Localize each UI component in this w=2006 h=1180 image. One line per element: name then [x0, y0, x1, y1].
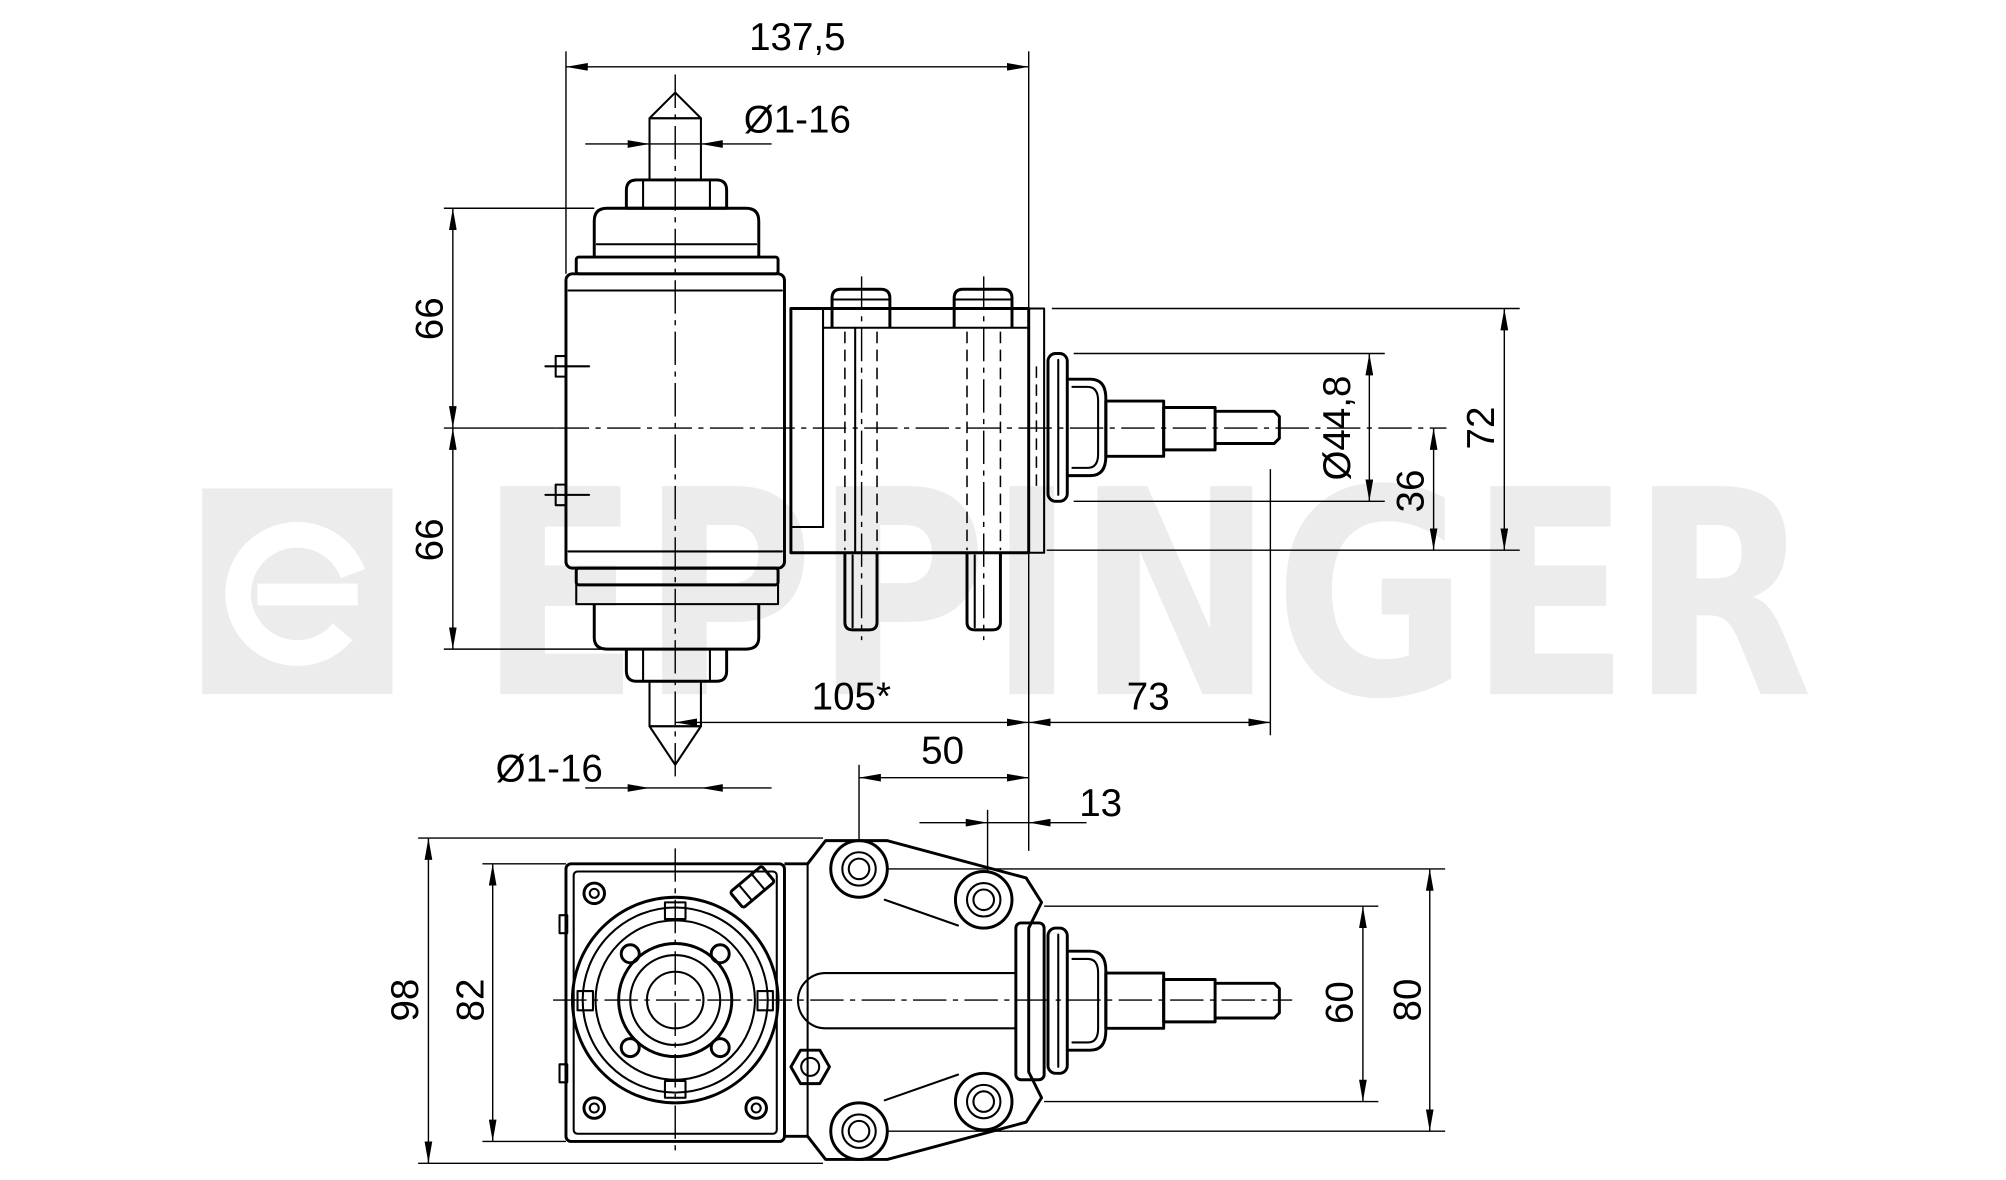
output-shaft-plan — [1014, 921, 1281, 1082]
plan-shaft-step-2 — [1162, 977, 1217, 1024]
dimension-label: 50 — [921, 730, 964, 773]
angle-head-block — [789, 276, 1046, 641]
corner-screw-bottom-left — [582, 1096, 607, 1120]
corner-screw-bottom-right — [744, 1096, 768, 1120]
bracket-bolt-bottom-right — [953, 1071, 1014, 1132]
dimension-inner-bolt-spacing: 60 — [1044, 905, 1379, 1103]
dimension-outer-width: 98 — [384, 837, 824, 1164]
bracket-bolt-bottom-right-hole — [972, 1090, 996, 1113]
dimension-label: 105* — [812, 676, 891, 719]
corner-screw-bottom-right-inner — [750, 1102, 762, 1114]
bracket-bolt-top-left-head — [841, 851, 877, 887]
dimension-label: Ø1-16 — [496, 748, 603, 791]
bracket-bolt-top-right-head — [965, 882, 1002, 918]
corner-screw-top-left-inner — [588, 887, 600, 899]
plan-shaft-end — [1215, 981, 1281, 1020]
nose-bolt-2 — [709, 943, 731, 965]
plan-shaft-flange — [1014, 921, 1046, 1082]
nose-bolt-4 — [709, 1037, 731, 1059]
corner-screw-top-left — [582, 881, 607, 906]
bracket-bolt-top-right-hole — [972, 888, 996, 912]
plan-view: 98 82 50 13 60 — [384, 730, 1446, 1164]
spindle-nose — [553, 848, 1293, 1155]
lower-flange-band — [575, 583, 780, 606]
eppinger-watermark: EPPINGER — [202, 430, 1813, 762]
plan-side-pin-upper — [558, 914, 569, 935]
dimension-flange-thickness: 13 — [919, 782, 1122, 872]
upper-tool-holder — [574, 91, 780, 276]
head-mounting-plate — [1027, 307, 1046, 554]
dimension-label: 13 — [1079, 782, 1122, 825]
side-view: 137,5 Ø1-16 66 66 72 — [409, 16, 1520, 851]
grease-nipple-flat-b — [750, 873, 766, 891]
upper-collet-housing — [592, 206, 761, 258]
dimension-overall-length: 137,5 — [565, 16, 1030, 309]
locating-pin-left — [843, 552, 879, 632]
bracket-bolt-bottom-right-head — [965, 1083, 1002, 1120]
watermark-logo-ring — [225, 521, 365, 666]
plan-side-pin-lower — [558, 1063, 569, 1084]
bracket-bolt-top-left — [829, 839, 889, 899]
corner-screw-bottom-left-inner — [588, 1102, 600, 1114]
bracket-bolt-bottom-left-hole — [847, 1119, 871, 1143]
dimension-shaft-diameter: Ø44,8 — [1073, 352, 1385, 503]
plan-shaft-bearing-cap-inner — [1071, 957, 1100, 1044]
dimension-label: 82 — [450, 979, 493, 1022]
dimension-label: 80 — [1387, 979, 1430, 1022]
bracket-slot — [796, 972, 1017, 1030]
nose-bolt-1 — [619, 943, 641, 965]
dimension-tool-diameter-top: Ø1-16 — [585, 98, 851, 148]
bracket-bolt-bottom-left-head — [841, 1113, 877, 1149]
dimension-label: 36 — [1389, 470, 1432, 513]
dimension-flange-height: 72 — [1046, 307, 1520, 551]
dimension-label: Ø1-16 — [744, 98, 851, 141]
plan-shaft-collar — [1046, 926, 1069, 1075]
dimension-body-width: 82 — [450, 863, 566, 1143]
grease-nipple-body — [729, 865, 776, 909]
dimension-bolt-offset: 50 — [858, 730, 1029, 841]
dimension-label: 137,5 — [749, 16, 845, 59]
lower-tool-holder — [574, 566, 780, 766]
dimension-upper-height: 66 — [409, 207, 595, 429]
dimension-label: 73 — [1127, 676, 1170, 719]
grease-nipple — [729, 865, 776, 909]
bracket-bolt-top-right — [953, 870, 1014, 930]
bracket-hex-plug — [789, 1048, 831, 1086]
bracket-bolt-top-left-hole — [847, 857, 871, 881]
bracket-bolt-bottom-left — [829, 1101, 889, 1161]
dimension-label: 66 — [409, 297, 452, 340]
mounting-bracket — [784, 839, 1044, 1161]
dimension-label: Ø44,8 — [1316, 376, 1359, 481]
upper-flange-ring — [574, 255, 780, 276]
lower-drill-tip — [648, 725, 702, 766]
dimension-axis-to-flange: 105* — [675, 552, 1030, 851]
dimension-tool-diameter-bottom: Ø1-16 — [496, 748, 772, 792]
dimension-label: 66 — [409, 518, 452, 561]
grease-nipple-flat-a — [737, 883, 754, 902]
dimension-lower-height: 66 — [409, 428, 627, 650]
dimension-label: 72 — [1460, 407, 1503, 450]
nose-bolt-3 — [619, 1037, 641, 1059]
bracket-outline — [784, 839, 1044, 1161]
bracket-lower-arm-edge — [883, 1073, 960, 1102]
dimension-flange-half-height: 36 — [1389, 428, 1438, 551]
bracket-upper-arm-edge — [883, 898, 960, 927]
dimension-shaft-projection: 73 — [1028, 469, 1272, 736]
bracket-hex-plug-bore — [800, 1056, 821, 1077]
lower-collet-housing — [592, 604, 761, 651]
locating-pin-right — [965, 552, 1002, 632]
dimension-label: 60 — [1319, 981, 1362, 1024]
upper-clamping-nut — [624, 178, 729, 210]
dimension-outer-bolt-spacing: 80 — [887, 868, 1446, 1132]
dimension-label: 98 — [384, 979, 427, 1022]
watermark-logo-bar — [257, 583, 358, 606]
